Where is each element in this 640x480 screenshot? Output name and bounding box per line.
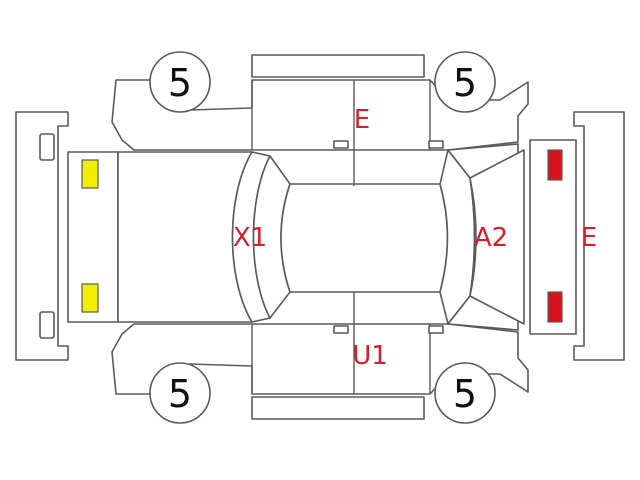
rear-window xyxy=(439,143,525,331)
damage-code-lower-doors: U1 xyxy=(352,341,388,371)
rear-clip xyxy=(529,139,577,335)
tire-rear-right: 5 xyxy=(434,362,496,424)
damage-code-rear-window: A2 xyxy=(474,223,508,253)
tire-front-right: 5 xyxy=(149,362,211,424)
upper-side-skirt xyxy=(251,54,425,78)
tire-rear-left: 5 xyxy=(434,51,496,113)
tire-rear-left-score: 5 xyxy=(453,61,477,105)
front-bumper xyxy=(15,111,69,361)
lower-side-skirt xyxy=(251,396,425,420)
rear-right-taillight xyxy=(547,291,563,323)
tire-front-left-score: 5 xyxy=(168,61,192,105)
upper-front-door-handle xyxy=(333,140,349,149)
lower-front-door-handle xyxy=(333,325,349,334)
front-clip xyxy=(67,151,119,323)
windshield xyxy=(231,151,291,323)
roof xyxy=(280,183,449,293)
upper-rear-door-handle xyxy=(428,140,444,149)
tire-front-right-score: 5 xyxy=(168,372,192,416)
damage-code-upper-doors: E xyxy=(354,105,370,135)
front-right-headlight xyxy=(81,283,99,313)
rear-left-taillight xyxy=(547,149,563,181)
front-left-headlight xyxy=(81,159,99,189)
damage-code-hood: X1 xyxy=(233,223,267,253)
tire-front-left: 5 xyxy=(149,51,211,113)
rear-bumper xyxy=(573,111,625,361)
tire-rear-right-score: 5 xyxy=(453,372,477,416)
lower-rear-door-handle xyxy=(428,325,444,334)
damage-code-rear-bumper: E xyxy=(581,223,597,253)
